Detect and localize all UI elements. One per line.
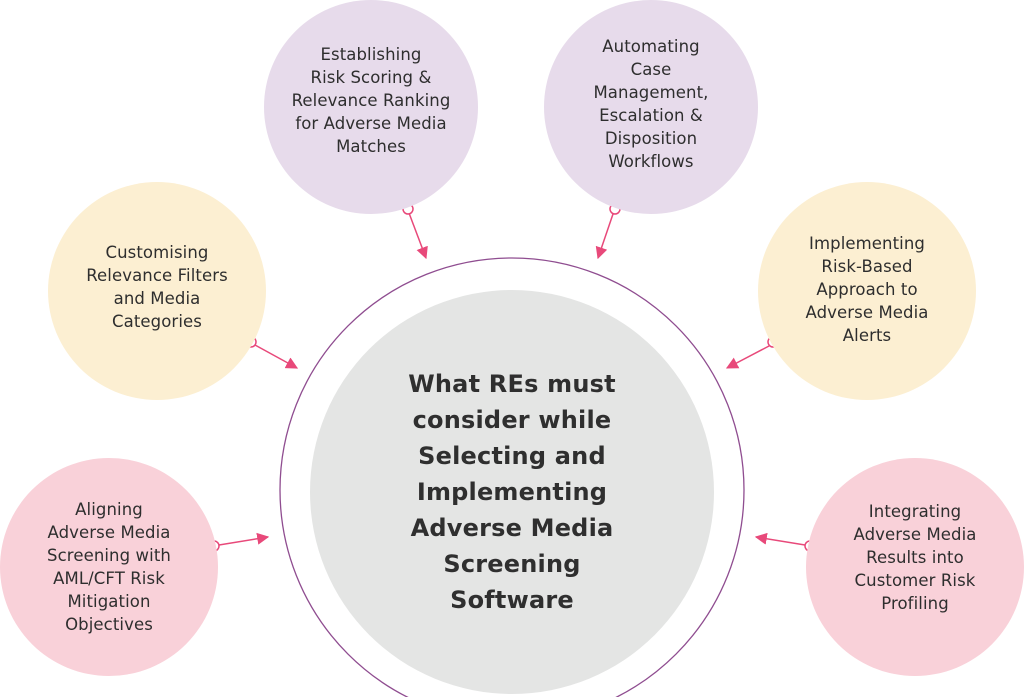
connector-customer-risk	[754, 532, 806, 546]
node-risk-scoring-label: Establishing Risk Scoring & Relevance Ra…	[291, 44, 451, 156]
connector-risk-based-approach	[725, 345, 770, 369]
connector-case-management	[595, 213, 614, 260]
node-risk-based-approach: Implementing Risk-Based Approach to Adve…	[758, 182, 976, 400]
node-relevance-filters-label: Customising Relevance Filters and Media …	[86, 243, 228, 331]
node-risk-based-approach-label: Implementing Risk-Based Approach to Adve…	[805, 233, 929, 345]
node-case-management: Automating Case Management, Escalation &…	[544, 0, 758, 214]
connector-aml-cft	[218, 532, 270, 546]
node-risk-scoring: Establishing Risk Scoring & Relevance Ra…	[264, 0, 478, 214]
center-circle: What REs must consider while Selecting a…	[310, 290, 714, 694]
connector-relevance-filters	[254, 344, 299, 369]
center-title: What REs must consider while Selecting a…	[408, 370, 616, 614]
node-customer-risk: Integrating Adverse Media Results into C…	[806, 458, 1024, 676]
node-customer-risk-label: Integrating Adverse Media Results into C…	[853, 501, 977, 613]
node-aml-cft: Aligning Adverse Media Screening with AM…	[0, 458, 218, 676]
connector-risk-scoring	[408, 212, 428, 260]
node-case-management-label: Automating Case Management, Escalation &…	[593, 37, 709, 171]
node-aml-cft-label: Aligning Adverse Media Screening with AM…	[47, 500, 171, 634]
node-relevance-filters: Customising Relevance Filters and Media …	[48, 182, 266, 400]
outer-ring	[279, 257, 745, 697]
